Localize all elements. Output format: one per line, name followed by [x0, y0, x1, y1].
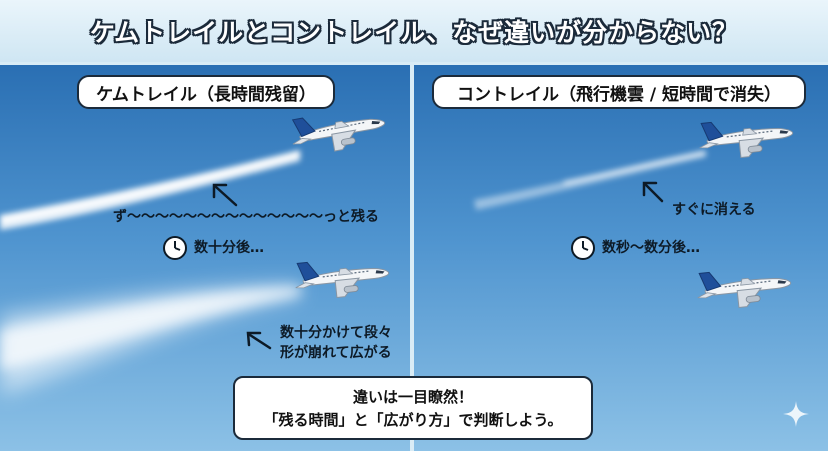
vanish-note: すぐに消える: [672, 202, 756, 218]
airplane-icon: [288, 103, 389, 159]
spread-note-line2: 形が崩れて広がる: [280, 345, 392, 361]
persist-note: ず〜〜〜〜〜〜〜〜〜〜〜〜〜〜っと残る: [113, 209, 379, 225]
chemtrail-panel: ケムトレイル（長時間残留） ず〜〜〜〜〜〜〜〜〜〜〜〜〜〜っと残る 数十分後… …: [0, 65, 410, 451]
arrow-icon: [642, 181, 664, 203]
airplane-icon: [292, 253, 392, 303]
page-title: ケムトレイルとコントレイル、なぜ違いが分からない？: [89, 18, 739, 47]
clock-icon: [571, 236, 595, 260]
spreading-trail: [0, 285, 300, 395]
arrow-icon: [212, 183, 238, 207]
contrail-scene: [474, 113, 796, 313]
fading-trail: [474, 150, 707, 210]
clock-icon: [163, 236, 187, 260]
header-banner: ケムトレイルとコントレイル、なぜ違いが分からない？: [0, 0, 828, 62]
persistent-trail: [0, 150, 301, 230]
summary-line1: 違いは一目瞭然！: [352, 388, 473, 406]
elapsed-note: 数秒〜数分後…: [602, 240, 700, 256]
elapsed-note: 数十分後…: [194, 240, 264, 256]
contrail-panel: コントレイル（飛行機雲 / 短時間で消失） すぐに消える 数秒〜数分後…: [414, 65, 828, 451]
summary-callout: 違いは一目瞭然！ 「残る時間」と「広がり方」で判断しよう。: [233, 376, 593, 440]
spread-note-line1: 数十分かけて段々: [280, 325, 392, 341]
airplane-icon: [694, 263, 794, 313]
arrow-icon: [246, 331, 272, 350]
summary-line2: 「残る時間」と「広がり方」で判断しよう。: [263, 411, 563, 429]
contrail-label: コントレイル（飛行機雲 / 短時間で消失）: [432, 75, 806, 109]
chemtrail-scene: [0, 103, 392, 395]
airplane-icon: [696, 113, 796, 163]
chemtrail-label: ケムトレイル（長時間残留）: [77, 75, 335, 109]
sparkle-icon: [783, 401, 809, 427]
